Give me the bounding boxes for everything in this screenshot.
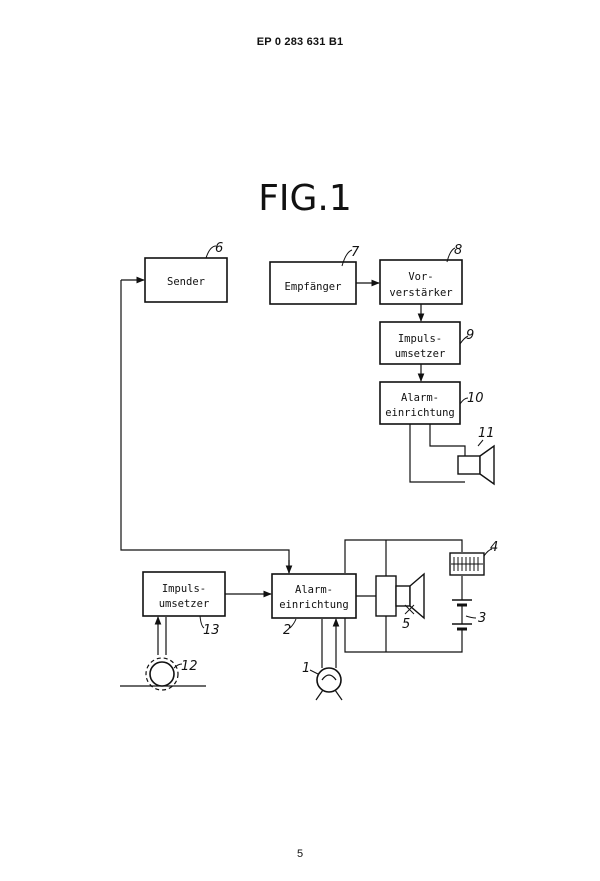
sensor-1 bbox=[315, 667, 343, 701]
impulsumsetzer-bottom-line2: umsetzer bbox=[159, 598, 210, 610]
alarmeinrichtung-bottom-block: Alarm- einrichtung bbox=[271, 573, 357, 619]
ref-7: 7 bbox=[351, 245, 360, 260]
ref-6: 6 bbox=[215, 241, 223, 256]
speaker-11 bbox=[457, 444, 495, 486]
figure-title: FIG.1 bbox=[258, 178, 352, 219]
impulsumsetzer-bottom-block: Impuls- umsetzer bbox=[142, 571, 226, 617]
impulsumsetzer-top-line2: umsetzer bbox=[395, 348, 446, 360]
sender-block: Sender bbox=[144, 257, 228, 303]
impulsumsetzer-bottom-line1: Impuls- bbox=[162, 583, 206, 595]
alarmeinrichtung-top-block: Alarm- einrichtung bbox=[379, 381, 461, 425]
battery-3 bbox=[452, 576, 472, 636]
ref-9: 9 bbox=[466, 328, 474, 343]
vorverstaerker-block: Vor- verstärker bbox=[379, 259, 463, 305]
ref-4: 4 bbox=[490, 540, 498, 555]
impulsumsetzer-top-block: Impuls- umsetzer bbox=[379, 321, 461, 365]
alarmeinrichtung-bottom-line2: einrichtung bbox=[279, 599, 349, 611]
ref-2: 2 bbox=[283, 623, 291, 638]
empfaenger-block: Empfänger bbox=[269, 261, 357, 305]
vorverstaerker-line1: Vor- bbox=[408, 271, 433, 283]
sender-label: Sender bbox=[167, 276, 205, 288]
ref-12: 12 bbox=[181, 659, 198, 674]
empfaenger-label: Empfänger bbox=[285, 281, 342, 293]
impulsumsetzer-top-line1: Impuls- bbox=[398, 333, 442, 345]
ref-5: 5 bbox=[402, 617, 410, 632]
ref-10: 10 bbox=[467, 391, 484, 406]
ref-11: 11 bbox=[478, 426, 495, 441]
alarmeinrichtung-top-line1: Alarm- bbox=[401, 392, 439, 404]
page-number: 5 bbox=[296, 848, 304, 860]
vorverstaerker-line2: verstärker bbox=[389, 287, 452, 299]
alarmeinrichtung-bottom-line1: Alarm- bbox=[295, 584, 333, 596]
ref-8: 8 bbox=[454, 243, 462, 258]
ref-1: 1 bbox=[302, 661, 310, 676]
wire-alarm-top-to-speaker-b bbox=[429, 424, 466, 456]
wire-alarm-to-sender bbox=[120, 280, 290, 573]
sensor-12 bbox=[120, 657, 206, 691]
ref-3: 3 bbox=[478, 611, 486, 626]
solar-cell-4 bbox=[449, 552, 485, 576]
alarmeinrichtung-top-line2: einrichtung bbox=[385, 407, 455, 419]
speaker-5 bbox=[375, 572, 425, 620]
wire-alarm-top-to-speaker-a bbox=[409, 424, 465, 483]
wire-power-bottom bbox=[344, 618, 463, 653]
wire-power-top bbox=[344, 539, 463, 573]
patent-number: EP 0 283 631 B1 bbox=[256, 36, 344, 48]
ref-13: 13 bbox=[203, 623, 220, 638]
